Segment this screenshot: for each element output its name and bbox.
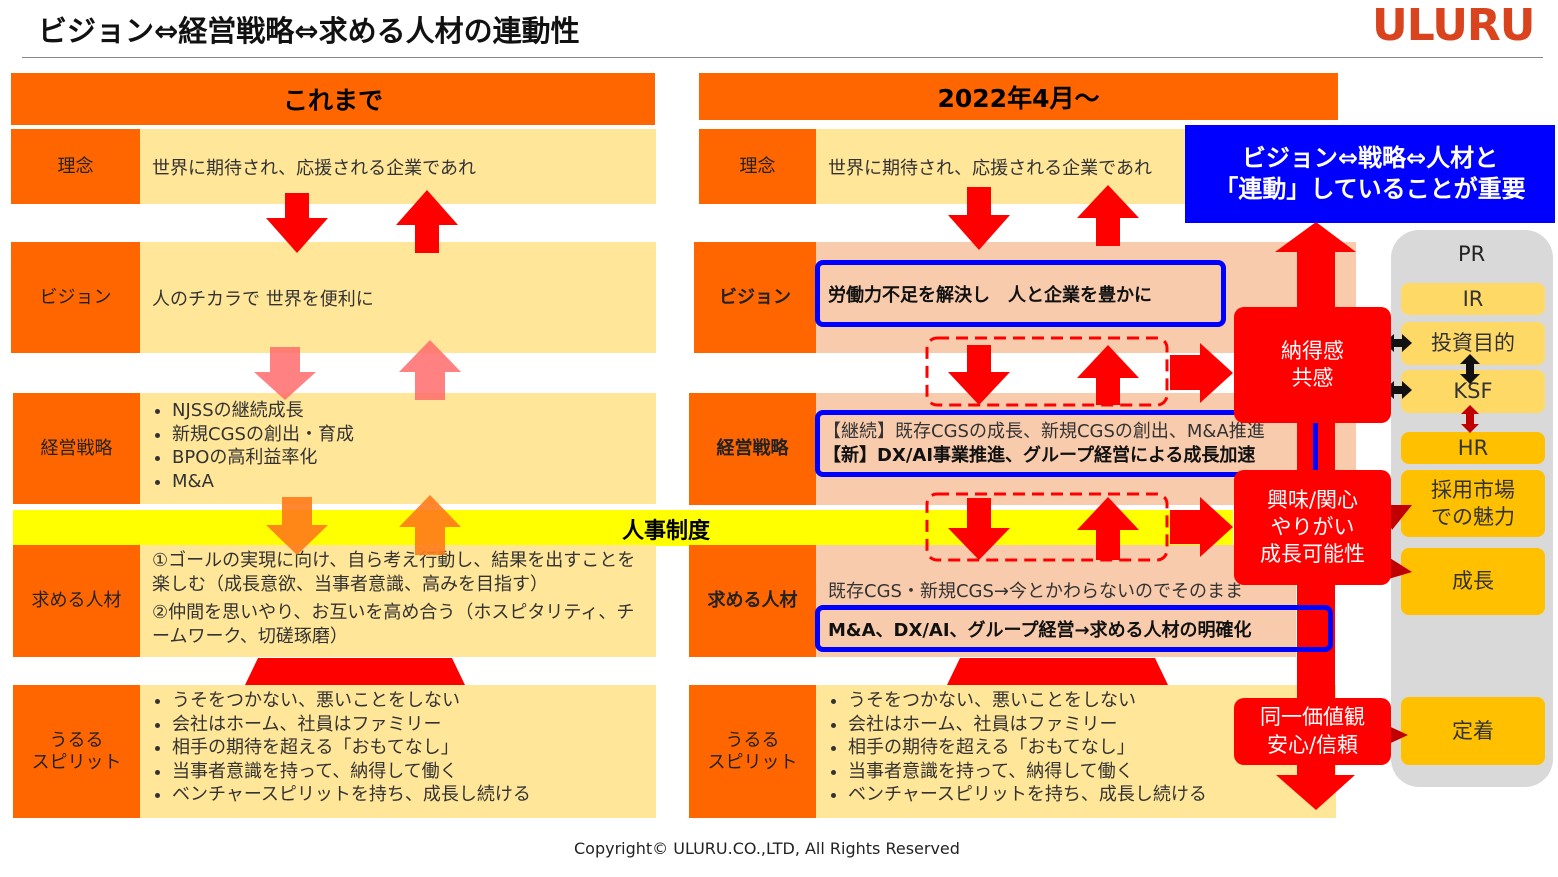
strategy-line-1: 【継続】既存CGSの成長、新規CGSの創出、M&A推進 (823, 420, 1265, 442)
spirit-item: 相手の期待を超える「おもてなし」 (172, 736, 656, 760)
left-spirit-list: うそをつかない、悪いことをしない会社はホーム、社員はファミリー相手の期待を超える… (140, 685, 656, 818)
recruit-box: 採用市場での魅力 (1401, 470, 1545, 537)
double-arrow-icon (1461, 405, 1479, 433)
vision-highlight-box: 労働力不足を解決し 人と企業を豊かに (815, 260, 1226, 327)
pr-label: PR (1458, 242, 1486, 266)
strategy-item: 新規CGSの創出・育成 (172, 423, 656, 447)
strategy-item: NJSSの継続成長 (172, 399, 656, 423)
right-rinen-label: 理念 (699, 129, 816, 204)
down-arrow-icon (948, 345, 1010, 405)
red-line: 興味/関心 (1266, 487, 1359, 512)
down-arrow-icon (948, 498, 1010, 560)
dashed-frame (925, 336, 1169, 407)
spirit-label-1: うるる (725, 729, 780, 751)
red-line: 成長可能性 (1260, 542, 1365, 567)
left-rinen-label: 理念 (11, 129, 140, 204)
talent-highlight-box: M&A、DX/AI、グループ経営→求める人材の明確化 (815, 605, 1333, 652)
hr-box: HR (1401, 432, 1545, 464)
spirit-item: 当事者意識を持って、納得して働く (172, 760, 656, 784)
right-strategy-label: 経営戦略 (689, 393, 816, 505)
right-rinen-text: 世界に期待され、応援される企業であれ (816, 129, 1185, 204)
left-spirit-label: うるるスピリット (13, 685, 140, 818)
up-arrow-icon (1077, 497, 1139, 560)
right-vision-label: ビジョン (694, 242, 816, 353)
spirit-item: 会社はホーム、社員はファミリー (172, 713, 656, 737)
right-header: 2022年4月～ (699, 73, 1338, 120)
double-arrow-icon (1384, 381, 1412, 399)
spirit-item: 当事者意識を持って、納得して働く (848, 760, 1336, 784)
spirit-item: ベンチャースピリットを持ち、成長し続ける (848, 783, 1336, 807)
callout-line-1: ビジョン⇔戦略⇔人材と (1241, 143, 1499, 172)
up-arrow-icon (1077, 185, 1139, 246)
up-arrow-icon (399, 495, 461, 555)
ksf-box: KSF (1401, 370, 1545, 413)
spirit-item: 相手の期待を超える「おもてなし」 (848, 736, 1336, 760)
uluru-logo: ULURU (1372, 0, 1536, 51)
left-talent-label: 求める人材 (13, 545, 140, 657)
left-strategy-label: 経営戦略 (13, 393, 140, 504)
page-title: ビジョン⇔経営戦略⇔求める人材の連動性 (38, 14, 580, 48)
down-arrow-icon (254, 347, 316, 400)
right-arrow-icon (1170, 343, 1233, 403)
spirit-item: 会社はホーム、社員はファミリー (848, 713, 1336, 737)
left-header: これまで (11, 73, 655, 125)
talent-line-1: ①ゴールの実現に向け、自ら考え行動し、結果を出すことを楽しむ（成長意欲、当事者意… (152, 550, 636, 595)
dashed-frame (925, 492, 1169, 562)
left-vision-text: 人のチカラで 世界を便利に (140, 242, 656, 353)
red-line: やりがい (1270, 514, 1355, 539)
spirit-label-2: スピリット (31, 751, 122, 773)
up-arrow-icon (396, 190, 458, 253)
callout-line-2: 「連動」していることが重要 (1214, 175, 1526, 203)
talent-line-2: ②仲間を思いやり、お互いを高め合う（ホスピタリティ、チームワーク、切磋琢磨） (152, 602, 635, 647)
right-arrow-icon (1170, 497, 1233, 557)
right-talent-label: 求める人材 (689, 545, 816, 657)
ir-box: IR (1401, 283, 1545, 315)
red-line: 同一価値観 (1260, 705, 1365, 730)
spirit-item: うそをつかない、悪いことをしない (848, 689, 1336, 713)
spirit-label-1: うるる (49, 729, 104, 751)
double-arrow-icon (1460, 354, 1480, 384)
red-box-values: 同一価値観安心/信頼 (1234, 698, 1391, 765)
down-arrow-icon (948, 187, 1010, 250)
strategy-item: M&A (172, 470, 656, 494)
left-talent-text: ①ゴールの実現に向け、自ら考え行動し、結果を出すことを楽しむ（成長意欲、当事者意… (140, 545, 656, 657)
left-rinen-text: 世界に期待され、応援される企業であれ (140, 129, 656, 204)
strategy-item: BPOの高利益率化 (172, 446, 656, 470)
left-vision-label: ビジョン (11, 242, 140, 353)
spirit-label-2: スピリット (707, 751, 798, 773)
spirit-item: うそをつかない、悪いことをしない (172, 689, 656, 713)
right-talent-bg (816, 545, 1296, 657)
key-message-callout: ビジョン⇔戦略⇔人材と「連動」していることが重要 (1185, 125, 1555, 223)
strategy-highlight-box: 【継続】既存CGSの成長、新規CGSの創出、M&A推進 【新】DX/AI事業推進… (815, 410, 1318, 477)
down-arrow-icon (266, 497, 328, 555)
copyright-footer: Copyright© ULURU.CO.,LTD, All Rights Res… (574, 839, 960, 858)
right-talent-text: 既存CGS・新規CGS→今とかわらないのでそのまま (828, 581, 1243, 602)
double-arrow-icon (1384, 334, 1412, 352)
right-talent-highlight: M&A、DX/AI、グループ経営→求める人材の明確化 (828, 619, 1252, 641)
right-vision-text: 労働力不足を解決し 人と企業を豊かに (828, 284, 1152, 306)
right-spirit-label: うるるスピリット (689, 685, 816, 818)
hr-system-label: 人事制度 (622, 519, 711, 544)
red-box-interest: 興味/関心やりがい成長可能性 (1234, 470, 1391, 585)
trapezoid-connector (245, 658, 465, 685)
trapezoid-connector (947, 658, 1168, 685)
red-line: 安心/信頼 (1266, 732, 1359, 757)
red-box-empathy: 納得感共感 (1234, 307, 1391, 423)
title-divider (22, 57, 1543, 58)
up-arrow-icon (399, 340, 461, 400)
strategy-line-2: 【新】DX/AI事業推進、グループ経営による成長加速 (823, 444, 1256, 466)
red-line: 共感 (1291, 366, 1334, 390)
growth-box: 成長 (1401, 548, 1545, 615)
red-line: 納得感 (1281, 338, 1344, 363)
recruit-line-2: での魅力 (1431, 504, 1515, 529)
pointer-icon (1385, 555, 1412, 580)
up-arrow-icon (1077, 345, 1139, 405)
down-arrow-icon (266, 193, 328, 253)
hr-system-band (13, 510, 1233, 546)
spirit-item: ベンチャースピリットを持ち、成長し続ける (172, 783, 656, 807)
recruit-line-1: 採用市場 (1431, 478, 1515, 503)
left-strategy-list: NJSSの継続成長新規CGSの創出・育成BPOの高利益率化M&A (140, 393, 656, 504)
retention-box: 定着 (1401, 697, 1545, 765)
